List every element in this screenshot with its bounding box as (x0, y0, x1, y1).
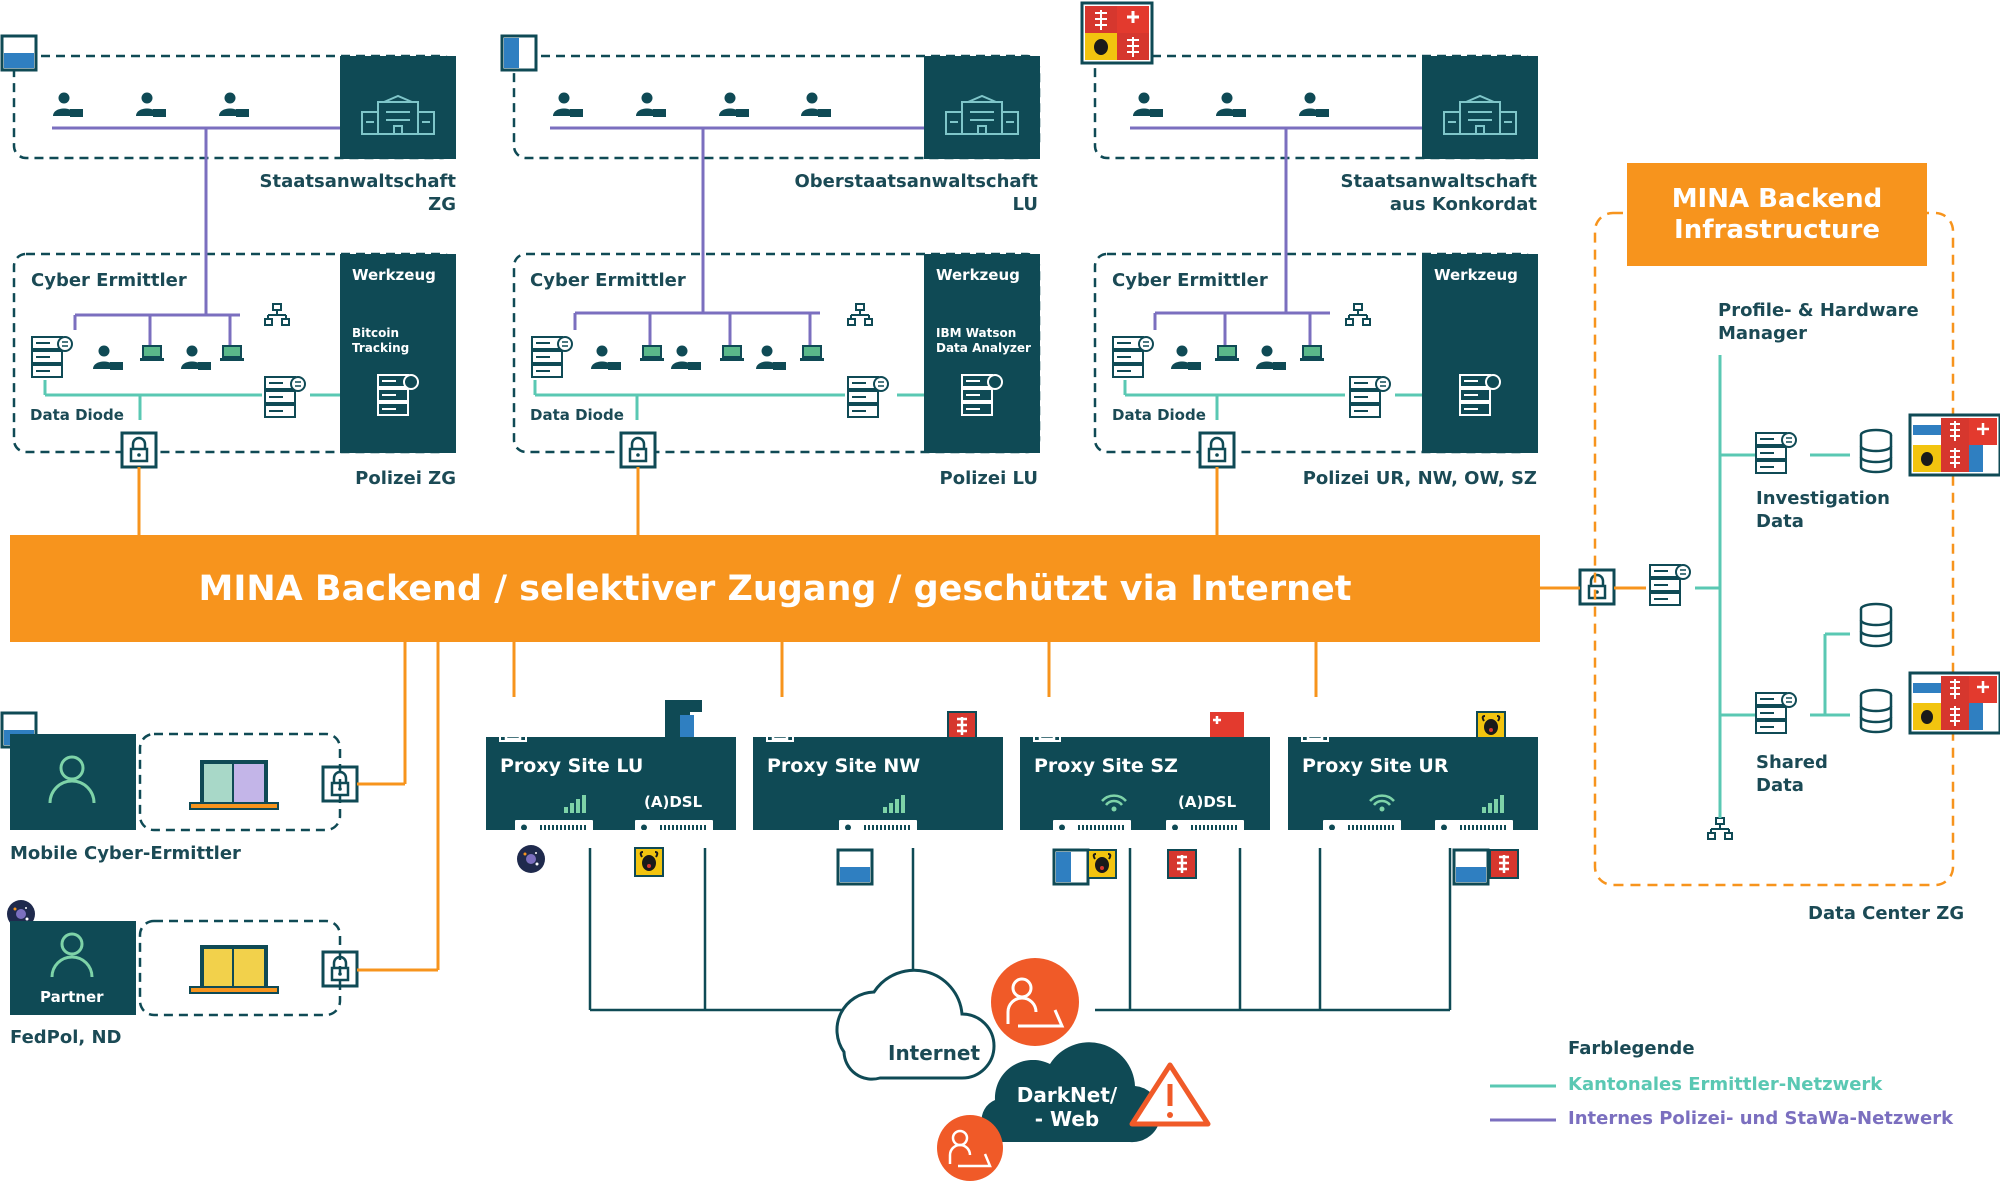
proxy-connection: (A)DSL (644, 793, 703, 811)
tool-name-line2: Data Analyzer (936, 341, 1031, 355)
darknet-label: DarkNet/- Web (1016, 1083, 1118, 1131)
cyber-label-konkordat: Cyber Ermittler (1112, 270, 1268, 291)
tool-box-lu: Werkzeug IBM Watson Data Analyzer (924, 254, 1040, 453)
tool-name-line1: Bitcoin (352, 326, 400, 340)
office-building-box-zg (340, 56, 456, 159)
darknet-cloud-icon (981, 1042, 1161, 1143)
proxy-name: Proxy Site NW (767, 755, 921, 777)
legend-swatches (1490, 1084, 1556, 1122)
warning-icon (1129, 1062, 1211, 1127)
proxy-name: Proxy Site SZ (1034, 755, 1178, 777)
datacenter-label: Data Center ZG (1808, 903, 1965, 924)
diode-label-konkordat: Data Diode (1112, 406, 1206, 424)
proxy-site-nw: Proxy Site NW (753, 737, 1003, 830)
proxy-site-lu: Proxy Site LU (A)DSL (486, 737, 736, 830)
diode-label-lu: Data Diode (530, 406, 624, 424)
legend-item-cantonal: Kantonales Ermittler-Netzwerk (1568, 1074, 1883, 1095)
office-building-box-konkordat (1422, 56, 1538, 159)
proxy-name: Proxy Site UR (1302, 755, 1449, 777)
office-building-box-lu (924, 56, 1040, 159)
police-label-lu: Polizei LU (939, 468, 1038, 489)
datacenter-tree-lines (1695, 355, 1850, 818)
legend-title: Farblegende (1568, 1038, 1695, 1059)
legend-item-internal: Internes Polizei- und StaWa-Netzwerk (1568, 1108, 1954, 1129)
backend-banner: MINA Backend / selektiver Zugang / gesch… (10, 535, 1540, 642)
police-label-zg: Polizei ZG (355, 468, 456, 489)
internet-cabling (588, 848, 1452, 1012)
tool-box-zg: Werkzeug Bitcoin Tracking (340, 254, 456, 453)
tool-box-konkordat: Werkzeug (1422, 254, 1538, 453)
proxy-site-sz: Proxy Site SZ (A)DSL (1020, 737, 1270, 830)
diode-label-zg: Data Diode (30, 406, 124, 424)
internet-label: Internet (888, 1041, 981, 1065)
cyber-label-lu: Cyber Ermittler (530, 270, 686, 291)
proxy-site-ur: Proxy Site UR (1288, 737, 1538, 830)
mobile-label: Mobile Cyber-Ermittler (10, 843, 241, 864)
tool-name-line1: IBM Watson (936, 326, 1017, 340)
mobile-partner-frames (10, 732, 342, 1017)
internet-cloud-icon (835, 968, 996, 1081)
partner-badge: Partner (40, 988, 104, 1006)
user-alert-icons (937, 958, 1079, 1181)
internal-network-lines (52, 126, 1428, 352)
proxy-connection: (A)DSL (1178, 793, 1237, 811)
tool-heading: Werkzeug (936, 266, 1020, 284)
cyber-label-zg: Cyber Ermittler (31, 270, 187, 291)
tool-name-line2: Tracking (352, 341, 410, 355)
police-label-konkordat: Polizei UR, NW, OW, SZ (1302, 468, 1537, 489)
tool-heading: Werkzeug (352, 266, 436, 284)
proxy-name: Proxy Site LU (500, 755, 644, 777)
partner-label: FedPol, ND (10, 1027, 122, 1048)
tool-heading: Werkzeug (1434, 266, 1518, 284)
